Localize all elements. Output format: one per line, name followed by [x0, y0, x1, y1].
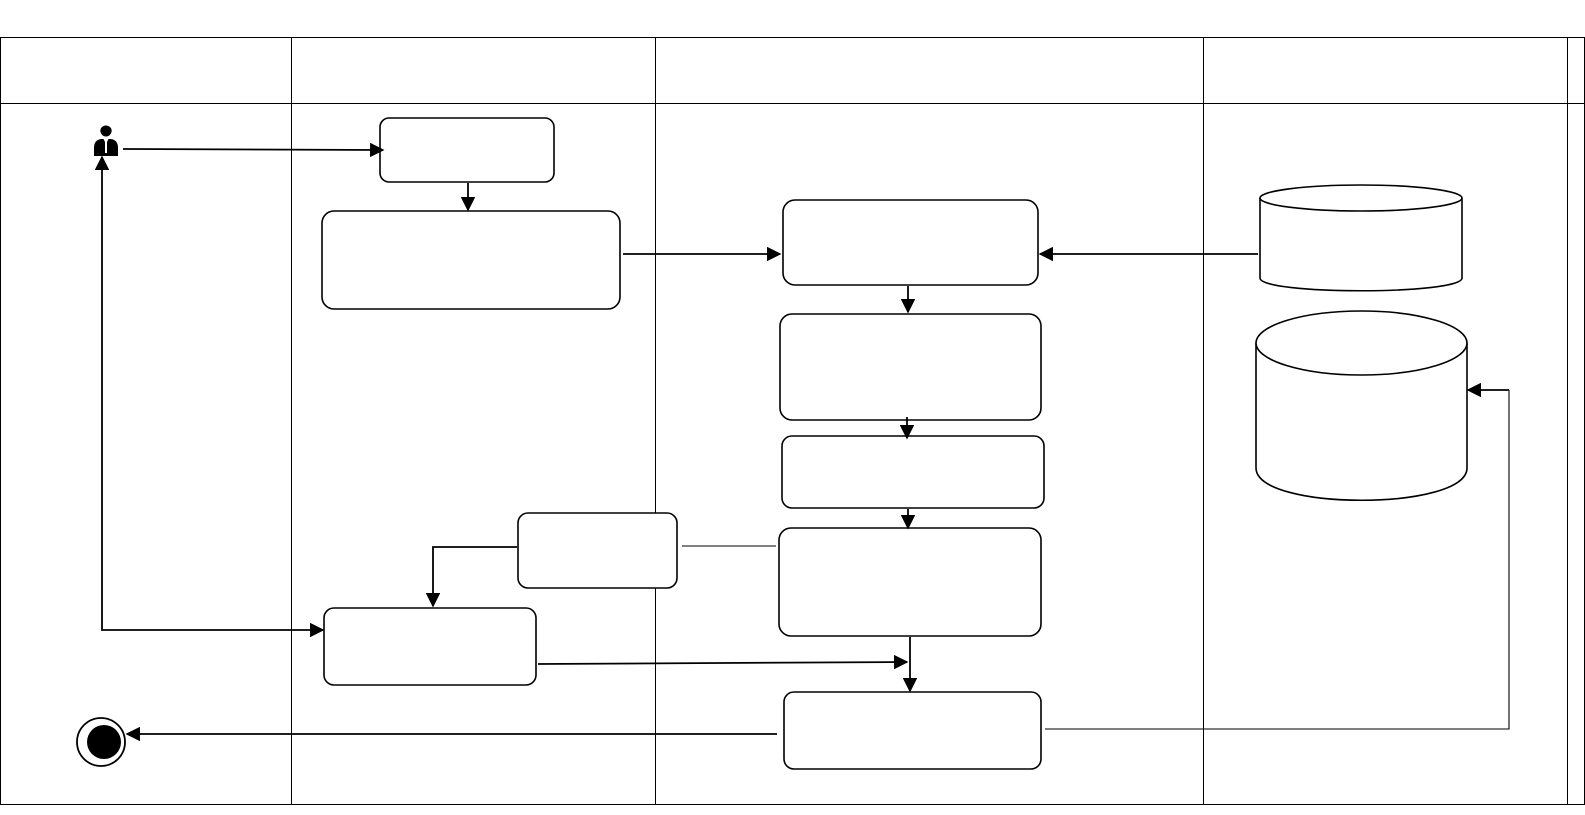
activity-6 [517, 512, 678, 589]
activity-4 [779, 313, 1042, 421]
end-state-icon [76, 717, 126, 767]
flow-lines [94, 142, 1510, 742]
flow-activity-9-to-datastore-2 [1045, 390, 1510, 730]
activity-2 [321, 210, 621, 310]
activity-1 [379, 117, 555, 183]
activity-5 [781, 435, 1045, 509]
activity-7 [778, 527, 1042, 637]
activity-3 [782, 199, 1039, 286]
flow-actor-to-activity-1 [122, 142, 385, 158]
activity-8 [323, 607, 537, 686]
activity-9 [783, 691, 1042, 770]
datastore-2 [1255, 310, 1468, 502]
datastore-1 [1259, 184, 1463, 292]
flow-activity-8-to-activity-9 [537, 654, 909, 670]
actor-icon [94, 125, 118, 156]
flow-activity-6-to-activity-8 [425, 546, 517, 608]
flow-actor-activity-8-link [94, 155, 325, 638]
